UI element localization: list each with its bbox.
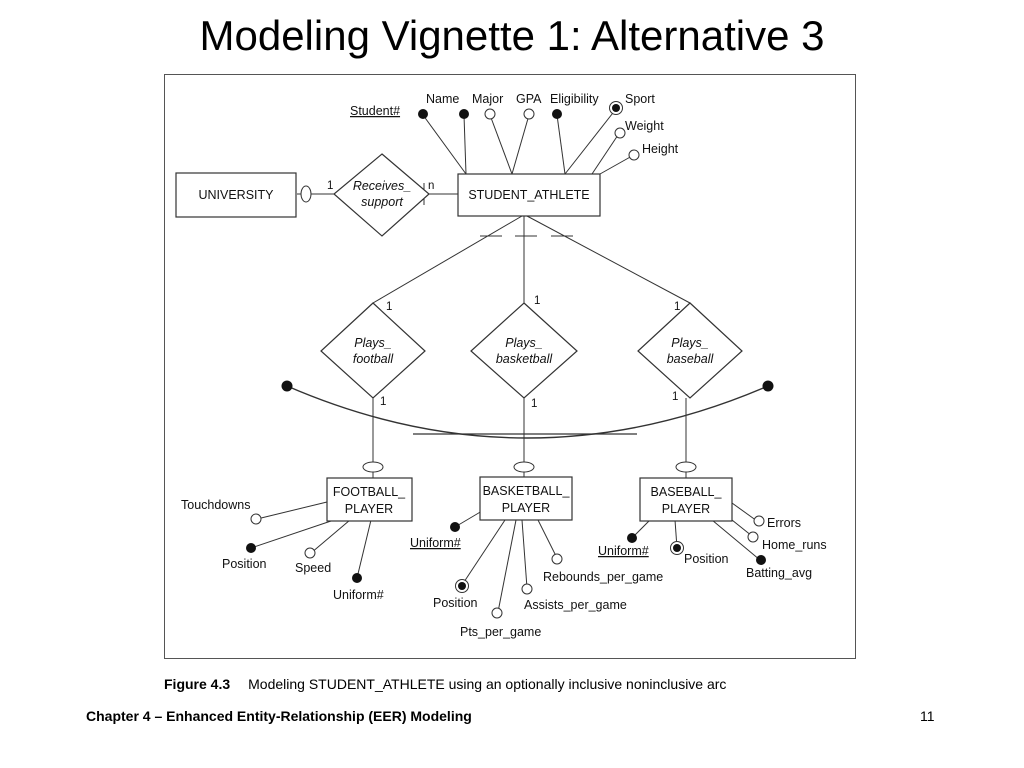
attr-student-number: Student# (350, 104, 400, 118)
optional-circle-university (300, 185, 312, 203)
entity-basketball-player: BASKETBALL_ PLAYER (479, 476, 573, 521)
attribute-labels-football: Touchdowns Position Speed Uniform# (181, 498, 384, 602)
attr-batting-avg: Batting_avg (746, 566, 812, 580)
arc-end-left (281, 380, 293, 392)
relationship-receives-support-label-2: support (361, 195, 403, 209)
optional-oval-basketball (513, 461, 535, 473)
entity-basketball-player-label-1: BASKETBALL_ (483, 484, 571, 498)
attribute-markers (246, 101, 766, 619)
attr-basketball-position: Position (433, 596, 478, 610)
cardinality-football-bottom: 1 (380, 396, 386, 408)
attr-name: Name (426, 92, 459, 106)
entity-baseball-player-label-1: BASEBALL_ (651, 485, 723, 499)
attr-assists-per-game: Assists_per_game (524, 598, 627, 612)
entity-football-player-label-1: FOOTBALL_ (333, 485, 406, 499)
optional-oval-baseball (675, 461, 697, 473)
cardinality-university: 1 (327, 180, 333, 192)
slide-title: Modeling Vignette 1: Alternative 3 (199, 12, 825, 59)
cardinality-basketball-bottom: 1 (531, 398, 537, 410)
figure-caption-text: Modeling STUDENT_ATHLETE using an option… (248, 676, 727, 692)
entity-student-athlete: STUDENT_ATHLETE (457, 173, 601, 217)
attr-height: Height (642, 142, 679, 156)
attr-pts-per-game: Pts_per_game (460, 625, 541, 639)
relationship-receives-support-label-1: Receives_ (353, 179, 411, 193)
attr-speed: Speed (295, 561, 331, 575)
relationship-plays-basketball: Plays_ basketball (470, 302, 578, 399)
cardinality-football-top: 1 (386, 301, 392, 313)
cardinality-student: n (428, 180, 434, 192)
entity-basketball-player-label-2: PLAYER (502, 501, 550, 515)
entity-football-player: FOOTBALL_ PLAYER (326, 477, 413, 522)
attr-weight: Weight (625, 119, 664, 133)
attr-gpa: GPA (516, 92, 542, 106)
figure-frame (164, 74, 856, 659)
attr-baseball-uniform: Uniform# (598, 544, 649, 558)
attr-home-runs: Home_runs (762, 538, 827, 552)
attr-rebounds-per-game: Rebounds_per_game (543, 570, 663, 584)
relationship-plays-baseball: Plays_ baseball (637, 302, 743, 399)
cardinality-labels: 1 n 1 1 1 1 1 1 (281, 180, 774, 473)
attr-touchdowns: Touchdowns (181, 498, 251, 512)
page-number: 11 (920, 708, 935, 724)
cardinality-baseball-top: 1 (674, 301, 680, 313)
relationship-plays-baseball-label-1: Plays_ (671, 336, 709, 350)
entity-university: UNIVERSITY (175, 172, 297, 218)
entity-football-player-label-2: PLAYER (345, 502, 393, 516)
relationship-plays-basketball-label-1: Plays_ (505, 336, 543, 350)
attribute-labels-baseball: Uniform# Position Errors Home_runs Batti… (598, 516, 827, 580)
attribute-labels-basketball: Uniform# Position Pts_per_game Assists_p… (410, 536, 663, 639)
attr-sport: Sport (625, 92, 655, 106)
relationship-receives-support: Receives_ support (333, 153, 430, 237)
attr-football-position: Position (222, 557, 267, 571)
cardinality-baseball-bottom: 1 (672, 391, 678, 403)
figure-caption-label: Figure 4.3 (164, 676, 231, 692)
entity-baseball-player-label-2: PLAYER (662, 502, 710, 516)
entity-baseball-player: BASEBALL_ PLAYER (639, 477, 733, 522)
attr-eligibility: Eligibility (550, 92, 599, 106)
attr-errors: Errors (767, 516, 801, 530)
entity-student-athlete-label: STUDENT_ATHLETE (468, 188, 589, 202)
attr-football-uniform: Uniform# (333, 588, 384, 602)
figure-caption: Figure 4.3 Modeling STUDENT_ATHLETE using… (164, 676, 726, 692)
cardinality-basketball-top: 1 (534, 295, 540, 307)
attr-baseball-position: Position (684, 552, 729, 566)
entity-university-label: UNIVERSITY (198, 188, 274, 202)
arc-end-right (762, 380, 774, 392)
attribute-labels-student-athlete: Student# Name Major GPA Eligibility Spor… (350, 92, 679, 156)
attr-basketball-uniform: Uniform# (410, 536, 461, 550)
relationship-plays-football-label-2: football (353, 352, 395, 366)
attr-major: Major (472, 92, 503, 106)
relationship-plays-basketball-label-2: basketball (496, 352, 554, 366)
optional-oval-football (362, 461, 384, 473)
relationship-plays-football-label-1: Plays_ (354, 336, 392, 350)
relationship-plays-baseball-label-2: baseball (667, 352, 715, 366)
connector-lines (250, 108, 769, 613)
footer-chapter-title: Chapter 4 – Enhanced Entity-Relationship… (86, 708, 472, 724)
relationship-plays-football: Plays_ football (320, 302, 426, 399)
